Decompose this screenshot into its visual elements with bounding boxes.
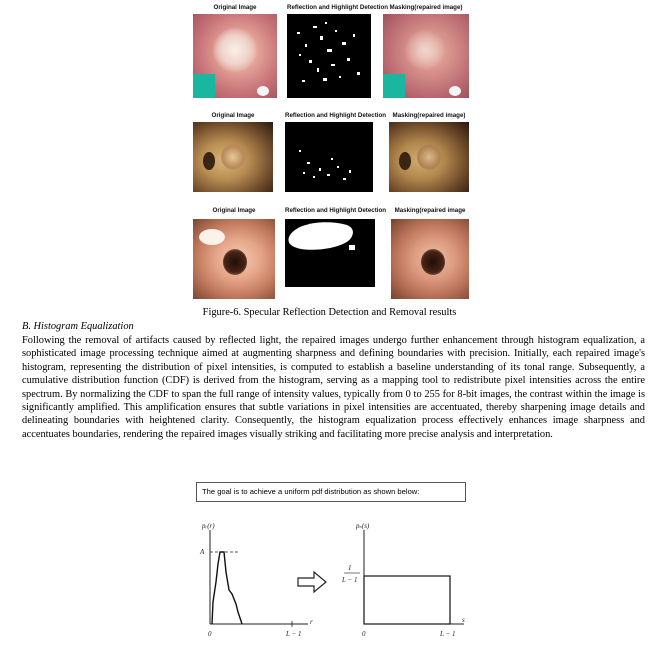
panel-label: Masking(repaired image: [394, 207, 466, 214]
left-y-label: pᵣ(r): [201, 522, 215, 530]
panel-label: Original Image: [213, 4, 257, 11]
figure-caption: Figure-6. Specular Reflection Detection …: [202, 307, 457, 318]
repaired-image-panel: Masking(repaired image: [391, 207, 469, 301]
original-image: [193, 14, 277, 98]
repaired-image: [389, 122, 469, 192]
uniform-level-numerator: 1: [348, 564, 352, 572]
original-image-panel: Original Image: [193, 4, 277, 99]
section-heading: B. Histogram Equalization: [22, 321, 134, 332]
panel-label: Reflection and Highlight Detection: [285, 112, 387, 119]
figure-row-1: Original Image Reflection and Highlight …: [193, 4, 469, 99]
mask-speckles: [299, 150, 351, 180]
left-xend-label: L − 1: [285, 630, 302, 638]
original-image-panel: Original Image: [193, 112, 273, 192]
panel-label: Masking(repaired image): [392, 112, 466, 119]
panel-label: Reflection and Highlight Detection: [287, 4, 389, 11]
right-x-var: s: [462, 616, 465, 624]
right-y-label: pₛ(s): [355, 522, 370, 530]
reflection-mask-image: [287, 14, 371, 98]
left-x-var: r: [310, 618, 313, 626]
uniform-level-denominator: L − 1: [341, 576, 358, 584]
pdf-curve: [211, 551, 243, 625]
mask-blob: [288, 222, 355, 250]
panel-label: Original Image: [211, 112, 255, 119]
original-image: [193, 219, 275, 299]
panel-label: Reflection and Highlight Detection: [285, 207, 387, 214]
figure-row-3: Original Image Reflection and Highlight …: [193, 207, 469, 301]
reflection-mask-image: [285, 122, 373, 192]
panel-label: Masking(repaired image): [389, 4, 463, 11]
repaired-image-panel: Masking(repaired image): [389, 112, 469, 192]
reflection-detection-panel: Reflection and Highlight Detection: [285, 207, 387, 301]
repaired-image: [391, 219, 469, 299]
original-image-panel: Original Image: [193, 207, 275, 301]
body-paragraph: Following the removal of artifacts cause…: [22, 335, 645, 440]
left-origin: 0: [208, 630, 212, 638]
pdf-diagram: pᵣ(r) A 0 L − 1 r pₛ(s) 1 L − 1 0 L − 1 …: [199, 522, 465, 638]
panel-label: Original Image: [212, 207, 256, 214]
goal-text-box: The goal is to achieve a uniform pdf dis…: [196, 482, 466, 502]
repaired-image-panel: Masking(repaired image): [383, 4, 469, 99]
reflection-detection-panel: Reflection and Highlight Detection: [287, 4, 389, 99]
transform-arrow-icon: [297, 570, 327, 594]
right-origin: 0: [362, 630, 366, 638]
reflection-mask-image: [285, 219, 375, 287]
histogram-pdf-plot: pᵣ(r) A 0 L − 1 r: [199, 522, 313, 638]
figure-row-2: Original Image Reflection and Highlight …: [193, 112, 469, 192]
mask-speckles: [297, 22, 360, 82]
uniform-pdf-plot: pₛ(s) 1 L − 1 0 L − 1 s: [341, 522, 465, 638]
peak-label: A: [199, 548, 205, 556]
original-image: [193, 122, 273, 192]
right-xend-label: L − 1: [439, 630, 456, 638]
uniform-pdf-box: [363, 575, 451, 625]
reflection-detection-panel: Reflection and Highlight Detection: [285, 112, 387, 192]
repaired-image: [383, 14, 469, 98]
